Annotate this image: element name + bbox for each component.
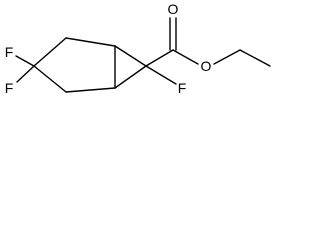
atom-f-left-lower: F xyxy=(5,80,14,96)
bond-ch2-ch3 xyxy=(239,49,271,67)
bond-c3-c4-bottom xyxy=(33,65,67,93)
structure-diagram: F F F O O xyxy=(5,1,271,96)
atom-o-carbonyl: O xyxy=(168,1,179,17)
bond-c6-f xyxy=(145,65,177,85)
bond-c3-f-lower xyxy=(16,65,35,83)
bond-c6-carbonyl-c xyxy=(145,49,174,67)
bond-c2-c1 xyxy=(65,37,116,47)
bond-c4-c5 xyxy=(65,87,116,93)
bond-c3-f-upper xyxy=(15,55,35,67)
bond-c3-c2-top xyxy=(33,37,67,67)
bond-carbonyl-c-o-ester xyxy=(172,49,199,65)
atom-f-bridgehead: F xyxy=(178,80,187,96)
bond-c1-c6 xyxy=(114,45,147,67)
atom-f-left-upper: F xyxy=(5,44,14,60)
atom-o-ester: O xyxy=(201,58,212,74)
bond-o-ester-ch2 xyxy=(213,49,241,65)
bond-c5-c6 xyxy=(114,65,147,89)
